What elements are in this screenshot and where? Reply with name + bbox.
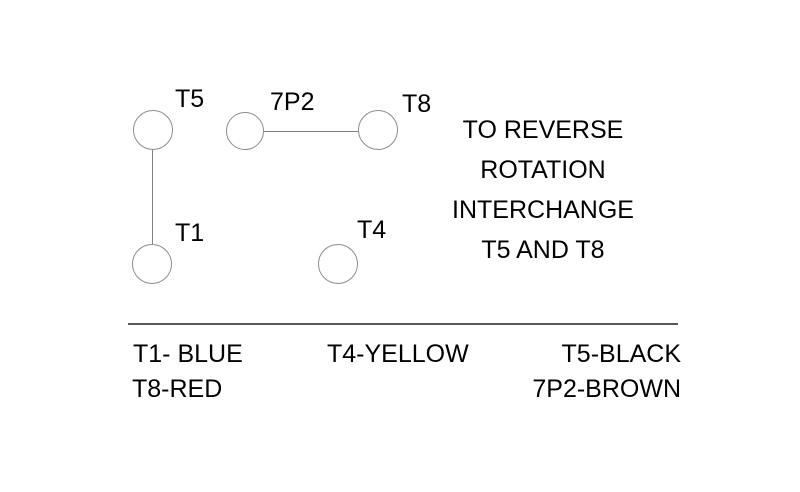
reverse-rotation-note: TO REVERSE ROTATION INTERCHANGE T5 AND T… [448, 110, 638, 270]
connection-line-7P2-T8 [264, 131, 358, 132]
legend-divider-line [128, 323, 678, 325]
terminal-label-T4: T4 [357, 216, 387, 244]
legend-t1-blue: T1- BLUE [133, 340, 243, 368]
legend-t4-yellow: T4-YELLOW [327, 340, 469, 368]
terminal-circle-T8 [358, 110, 398, 150]
terminal-label-T5: T5 [175, 85, 205, 113]
connection-line-T5-T1 [152, 150, 153, 244]
terminal-label-T1: T1 [175, 219, 205, 247]
legend-t8-red: T8-RED [132, 375, 223, 403]
legend-7p2-brown: 7P2-BROWN [532, 375, 681, 403]
note-line-1: TO REVERSE [462, 116, 624, 144]
legend-t5-black: T5-BLACK [561, 340, 681, 368]
terminal-label-7P2: 7P2 [270, 88, 315, 116]
note-line-4: T5 AND T8 [481, 236, 605, 264]
terminal-circle-T4 [318, 244, 358, 284]
terminal-circle-T5 [133, 110, 173, 150]
terminal-label-T8: T8 [402, 90, 432, 118]
note-line-2: ROTATION [480, 156, 606, 184]
terminal-circle-7P2 [226, 112, 264, 150]
note-line-3: INTERCHANGE [452, 196, 634, 224]
terminal-circle-T1 [132, 244, 172, 284]
